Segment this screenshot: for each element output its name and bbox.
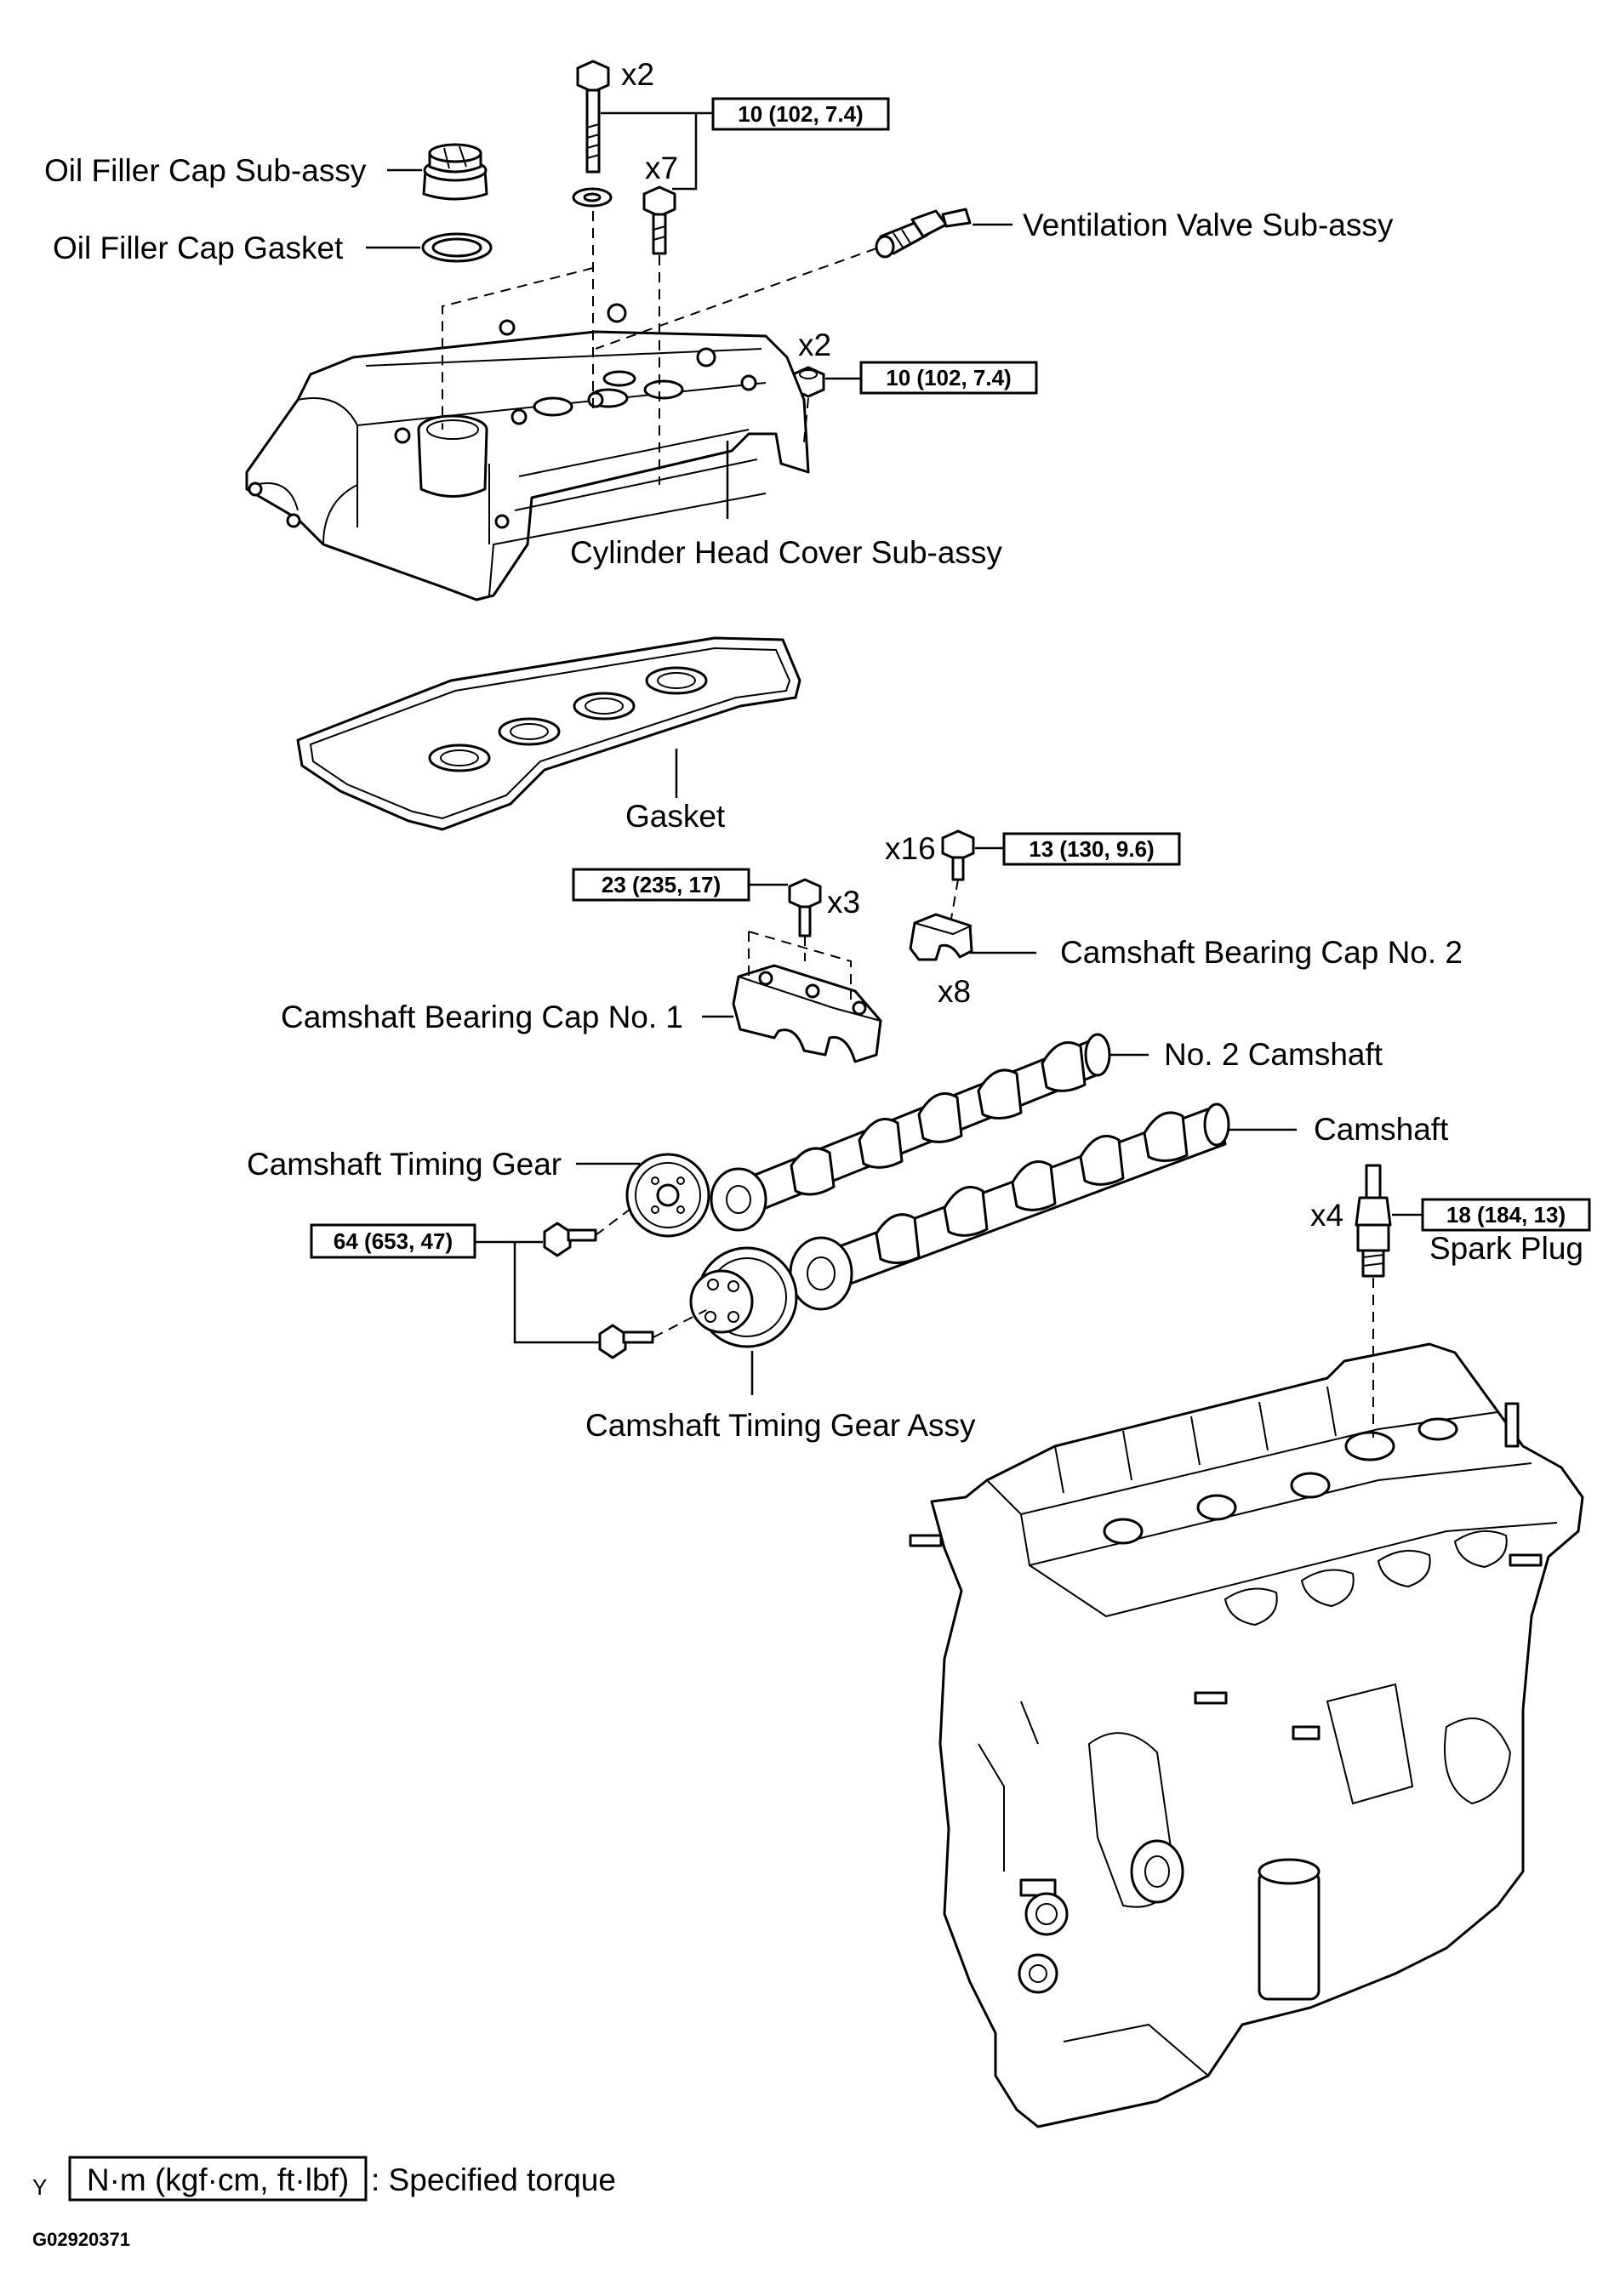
camshaft-drawing bbox=[789, 1102, 1230, 1311]
torque-box-cover-nut: 10 (102, 7.4) bbox=[859, 361, 1038, 395]
qty-cover-bolt: x7 bbox=[645, 151, 678, 185]
no2-camshaft-drawing bbox=[710, 1033, 1111, 1232]
label-spark-plug: Spark Plug bbox=[1429, 1231, 1583, 1266]
torque-cover-bolts: 10 (102, 7.4) bbox=[738, 101, 863, 127]
legend: Y N·m (kgf·cm, ft·lbf) : Specified torqu… bbox=[32, 2156, 616, 2202]
part-labels: Oil Filler Cap Sub-assy Oil Filler Cap G… bbox=[44, 153, 1583, 1443]
torque-box-cover-bolts: 10 (102, 7.4) bbox=[711, 97, 890, 131]
camshaft-timing-gear-drawing bbox=[625, 1153, 710, 1238]
oil-filler-cap-gasket-drawing bbox=[421, 232, 493, 263]
qty-cover-nut: x2 bbox=[798, 328, 831, 362]
torque-spark-plug: 18 (184, 13) bbox=[1446, 1202, 1566, 1228]
camshaft-bearing-cap-no2-drawing bbox=[909, 913, 973, 961]
cylinder-head-block-drawing bbox=[909, 1342, 1584, 2128]
legend-description: : Specified torque bbox=[371, 2162, 616, 2197]
cover-long-bolt-drawing bbox=[576, 60, 610, 174]
qty-bearing-cap-bolt: x16 bbox=[885, 831, 936, 866]
spark-plug-drawing bbox=[1355, 1164, 1392, 1278]
label-no2-camshaft: No. 2 Camshaft bbox=[1164, 1037, 1383, 1072]
cylinder-head-cover-drawing bbox=[245, 303, 810, 601]
bearing-cap-bolt-drawing bbox=[941, 829, 975, 881]
qty-bearing-cap-no2: x8 bbox=[938, 974, 971, 1009]
torque-bearing-cap-bolts: 13 (130, 9.6) bbox=[1029, 836, 1154, 862]
torque-bearing-cap-no1-bolts: 23 (235, 17) bbox=[602, 872, 721, 897]
torque-box-spark-plug: 18 (184, 13) bbox=[1421, 1198, 1591, 1232]
oil-filler-cap-drawing bbox=[422, 143, 488, 201]
label-gasket: Gasket bbox=[625, 799, 726, 834]
timing-gear-bolt-lower-drawing bbox=[598, 1324, 654, 1359]
washer-drawing bbox=[572, 187, 613, 208]
torque-cover-nut: 10 (102, 7.4) bbox=[886, 365, 1011, 390]
figure-code: G02920371 bbox=[32, 2229, 130, 2250]
camshaft-timing-gear-assy-drawing bbox=[689, 1246, 798, 1348]
label-camshaft-bearing-cap-no2: Camshaft Bearing Cap No. 2 bbox=[1060, 935, 1463, 970]
cover-gasket-drawing bbox=[296, 636, 801, 831]
ventilation-valve-drawing bbox=[875, 208, 972, 259]
cover-bolt-drawing bbox=[642, 185, 676, 255]
label-cylinder-head-cover-subassy: Cylinder Head Cover Sub-assy bbox=[570, 535, 1002, 570]
qty-spark-plug: x4 bbox=[1310, 1198, 1343, 1233]
label-camshaft-timing-gear-assy: Camshaft Timing Gear Assy bbox=[585, 1408, 976, 1443]
torque-box-bearing-cap-no1-bolts: 23 (235, 17) bbox=[572, 868, 750, 902]
label-camshaft-bearing-cap-no1: Camshaft Bearing Cap No. 1 bbox=[281, 1000, 683, 1034]
label-camshaft: Camshaft bbox=[1314, 1112, 1449, 1147]
label-oil-filler-cap-subassy: Oil Filler Cap Sub-assy bbox=[44, 153, 367, 188]
bearing-cap-no1-bolt-drawing bbox=[788, 878, 822, 937]
label-oil-filler-cap-gasket: Oil Filler Cap Gasket bbox=[53, 231, 344, 265]
legend-unit-box: N·m (kgf·cm, ft·lbf) bbox=[87, 2162, 349, 2197]
torque-box-bearing-cap-bolts: 13 (130, 9.6) bbox=[1002, 832, 1181, 866]
torque-box-timing-gear-bolts: 64 (653, 47) bbox=[310, 1223, 476, 1259]
qty-bearing-cap-no1-bolt: x3 bbox=[827, 885, 860, 920]
label-camshaft-timing-gear: Camshaft Timing Gear bbox=[247, 1147, 562, 1182]
leader-lines bbox=[366, 111, 1423, 1395]
torque-timing-gear-bolts: 64 (653, 47) bbox=[334, 1228, 453, 1254]
quantity-labels: x2 x7 x2 x16 x3 x8 x4 bbox=[621, 57, 1343, 1233]
qty-cover-long-bolt: x2 bbox=[621, 57, 654, 92]
legend-marker: Y bbox=[32, 2174, 47, 2200]
camshaft-bearing-cap-no1-drawing bbox=[732, 964, 882, 1063]
timing-gear-bolt-upper-drawing bbox=[543, 1222, 597, 1257]
label-ventilation-valve-subassy: Ventilation Valve Sub-assy bbox=[1023, 208, 1394, 242]
assembly-dashed-lines bbox=[442, 211, 1374, 1438]
